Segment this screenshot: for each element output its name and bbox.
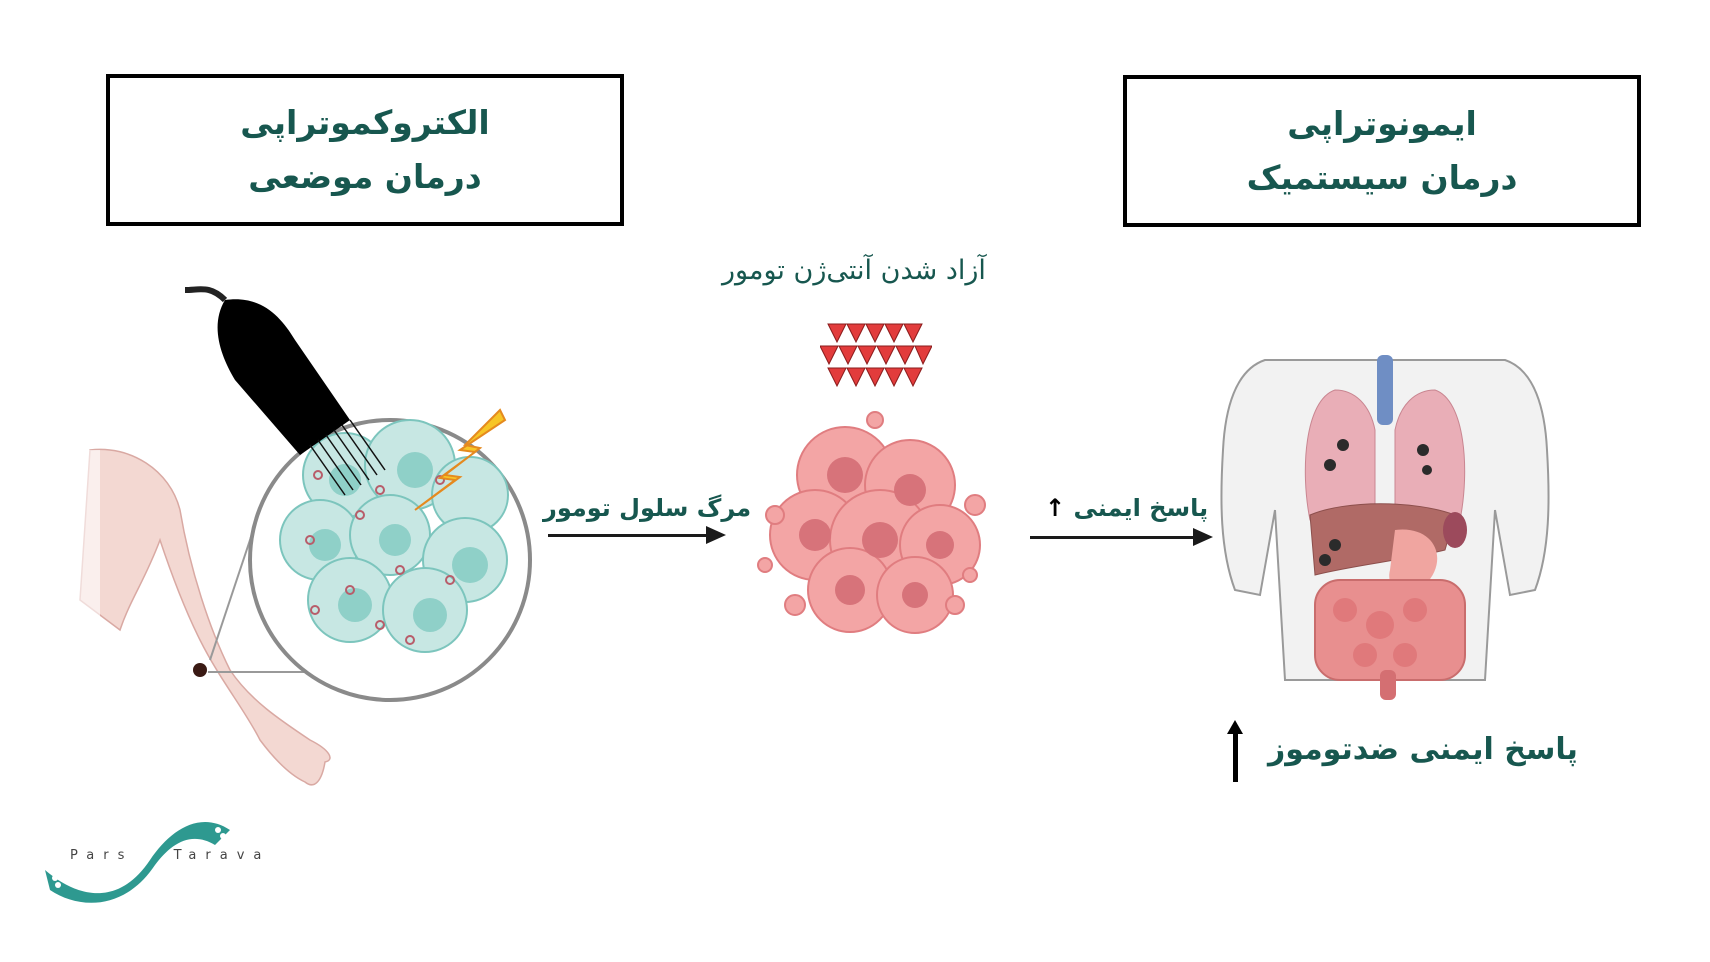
tumor-cells-cluster [279, 419, 509, 653]
right-title-box: ایمونوتراپی درمان سیستمیک [1123, 75, 1641, 227]
logo-word-pars: Pars [70, 848, 134, 863]
immune-response-label: پاسخ ایمنی ↑ [1045, 494, 1208, 522]
stomach [1389, 529, 1438, 593]
cell-death-arrow [548, 534, 708, 537]
tumor-antigens-icon [820, 323, 932, 388]
lightning-bolt-icon [414, 408, 507, 511]
cell-death-arrowhead [706, 526, 726, 544]
antitumor-immune-response-label: پاسخ ایمنی ضدتوموز [1268, 732, 1578, 767]
right-title-line1: ایمونوتراپی [1287, 104, 1477, 143]
torso-organs-illustration [1220, 355, 1550, 700]
rectum [1380, 670, 1396, 700]
dying-tumor-mass-icon [757, 411, 986, 634]
antigen-release-label: آزاد شدن آنتی‌ژن تومور [722, 255, 986, 286]
trachea [1377, 355, 1393, 425]
pars-tarava-logo [45, 821, 230, 903]
right-lung [1394, 389, 1466, 521]
left-title-line1: الکتروکموتراپی [240, 103, 490, 142]
kidney [1443, 512, 1467, 548]
tumor-lesion-icon [193, 663, 207, 677]
left-title-line2: درمان موضعی [248, 157, 482, 196]
cell-death-label: مرگ سلول تومور [543, 494, 752, 522]
left-lung [1304, 389, 1376, 521]
electrode-probe-icon [184, 286, 386, 496]
electrochemotherapy-illustration [60, 286, 532, 786]
metastases-icons [1319, 439, 1432, 566]
up-arrow-icon: ↑ [1045, 494, 1066, 522]
logo-word-tarava: Tarava [173, 848, 271, 863]
logo-text: Pars Tarava [70, 848, 270, 863]
immune-response-text: پاسخ ایمنی [1073, 494, 1209, 522]
left-title-box: الکتروکموتراپی درمان موضعی [106, 74, 624, 226]
immune-response-arrow [1030, 536, 1195, 539]
right-title-line2: درمان سیستمیک [1246, 158, 1518, 197]
arm-illustration [60, 448, 331, 786]
immune-response-arrowhead [1193, 528, 1213, 546]
bottom-up-arrow [1227, 720, 1243, 782]
